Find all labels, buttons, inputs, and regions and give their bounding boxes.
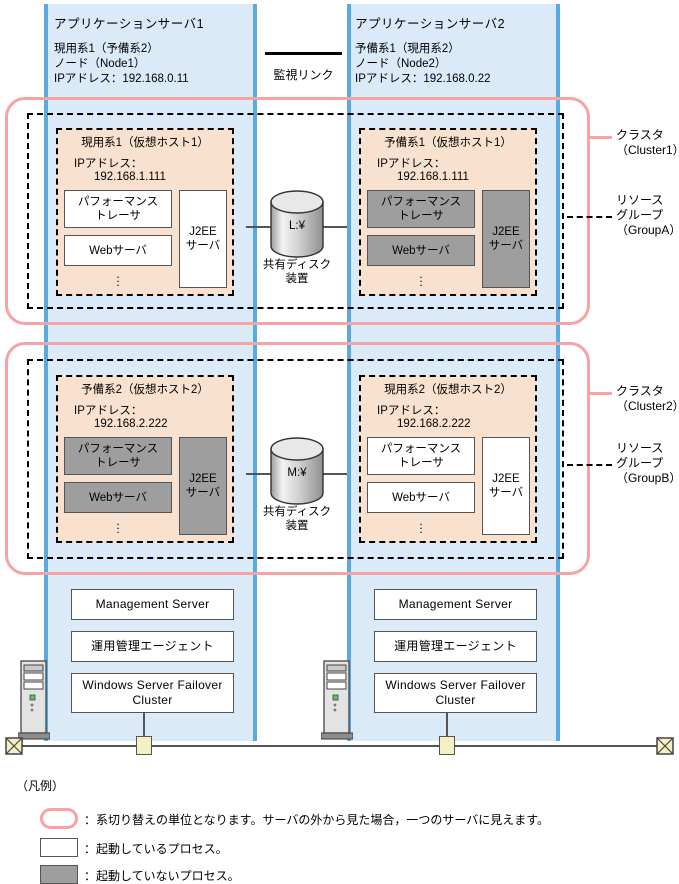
vhost-1-1-process-webserver: Webサーバ	[64, 235, 172, 266]
shared-disk-1-drive: L:¥	[289, 220, 305, 232]
cluster-2-leader	[590, 392, 612, 395]
network-drop-2	[446, 713, 448, 746]
disk-1-link-left	[246, 226, 271, 228]
vhost-1-2-process-tracer: パフォーマンス トレーサ	[367, 190, 475, 228]
vhost-2-2-process-webserver: Webサーバ	[367, 482, 475, 513]
vhost-1-1-process-j2ee: J2EE サーバ	[179, 190, 227, 288]
resource-group-a-leader	[567, 216, 612, 218]
legend-stopped-process-text: ：起動していないプロセス。	[84, 869, 240, 883]
server-1-management-server: Management Server	[71, 589, 234, 620]
legend-running-process-text: ：起動しているプロセス。	[84, 842, 228, 856]
network-connector-2	[439, 736, 455, 755]
vhost-2-1-process-webserver: Webサーバ	[64, 482, 172, 513]
server-1-failover-cluster: Windows Server Failover Cluster	[71, 673, 234, 713]
vhost-1-1-ip-value: 192.168.1.111	[94, 171, 166, 183]
network-bus-line	[16, 745, 664, 747]
resource-group-b-annotation: リソース グループ （GroupB）	[616, 441, 679, 485]
server-2-operations-agent: 運用管理エージェント	[374, 631, 537, 662]
vhost-1-2-ip-value: 192.168.1.111	[397, 171, 469, 183]
resource-group-a-annotation: リソース グループ （GroupA）	[616, 193, 679, 237]
vhost-2-2-ip-value: 192.168.2.222	[397, 418, 471, 430]
vhost-2-2-process-j2ee: J2EE サーバ	[482, 437, 530, 535]
legend-cluster-unit-text: ：系切り替えの単位となります。サーバの外から見た場合，一つのサーバに見えます。	[84, 813, 550, 827]
resource-group-b-leader	[567, 464, 612, 466]
cluster-2-annotation: クラスタ （Cluster2）	[616, 384, 679, 413]
vhost-1-1-ip-label: IPアドレス：	[74, 158, 143, 170]
vhost-1-2-process-webserver: Webサーバ	[367, 235, 475, 266]
server-2-ip: IPアドレス：192.168.0.22	[355, 73, 491, 85]
network-drop-1	[143, 713, 145, 746]
disk-1-link-right	[322, 226, 347, 228]
server-1-tower-icon	[17, 659, 51, 744]
legend-heading: （凡例）	[16, 779, 65, 793]
vhost-2-2-title: 現用系2（仮想ホスト2）	[384, 384, 512, 396]
server-1-role: 現用系1（予備系2）	[54, 43, 159, 55]
server-2-node: ノード（Node2）	[355, 58, 447, 70]
shared-disk-2-caption: 共有ディスク 装置	[262, 506, 332, 532]
server-1-title: アプリケーションサーバ1	[54, 17, 205, 31]
server-2-failover-cluster: Windows Server Failover Cluster	[374, 673, 537, 713]
vhost-1-1-process-tracer: パフォーマンス トレーサ	[64, 190, 172, 228]
disk-2-link-right	[322, 473, 347, 475]
vhost-1-2-ip-label: IPアドレス：	[377, 158, 446, 170]
cluster-1-leader	[590, 136, 612, 139]
vhost-2-1-process-tracer: パフォーマンス トレーサ	[64, 437, 172, 475]
shared-disk-2-icon	[268, 437, 326, 512]
vhost-2-2-ip-label: IPアドレス：	[377, 405, 446, 417]
vhost-2-1-more-processes: ...	[116, 514, 120, 536]
shared-disk-1-caption: 共有ディスク 装置	[262, 259, 332, 285]
server-1-ip: IPアドレス：192.168.0.11	[54, 73, 189, 85]
vhost-1-2-process-j2ee: J2EE サーバ	[482, 190, 530, 288]
server-1-operations-agent: 運用管理エージェント	[71, 631, 234, 662]
vhost-2-2-more-processes: ...	[419, 514, 423, 536]
server-2-role: 予備系1（現用系2）	[355, 43, 460, 55]
vhost-1-1-more-processes: ...	[116, 267, 120, 289]
vhost-2-1-ip-label: IPアドレス：	[74, 405, 143, 417]
network-connector-1	[136, 736, 152, 755]
shared-disk-1-icon	[268, 190, 326, 265]
legend-stopped-process-swatch	[40, 865, 78, 884]
server-2-management-server: Management Server	[374, 589, 537, 620]
legend-running-process-swatch	[40, 838, 78, 857]
monitoring-link-line	[265, 52, 342, 55]
cluster-1-annotation: クラスタ （Cluster1）	[616, 128, 679, 157]
vhost-1-2-title: 予備系1（仮想ホスト1）	[384, 137, 512, 149]
network-terminator-right-icon	[656, 737, 674, 758]
network-terminator-left-icon	[5, 737, 23, 758]
server-1-node: ノード（Node1）	[54, 58, 146, 70]
vhost-2-1-title: 予備系2（仮想ホスト2）	[81, 384, 209, 396]
vhost-1-2-more-processes: ...	[419, 267, 423, 289]
vhost-2-1-process-j2ee: J2EE サーバ	[179, 437, 227, 535]
vhost-2-1-ip-value: 192.168.2.222	[94, 418, 168, 430]
vhost-2-2-process-tracer: パフォーマンス トレーサ	[367, 437, 475, 475]
disk-2-link-left	[246, 473, 271, 475]
shared-disk-2-drive: M:¥	[287, 467, 307, 479]
legend-cluster-unit-swatch	[40, 808, 78, 829]
server-2-tower-icon	[320, 659, 354, 744]
monitoring-link-label: 監視リンク	[273, 68, 334, 82]
server-2-title: アプリケーションサーバ2	[355, 17, 506, 31]
vhost-1-1-title: 現用系1（仮想ホスト1）	[81, 137, 209, 149]
